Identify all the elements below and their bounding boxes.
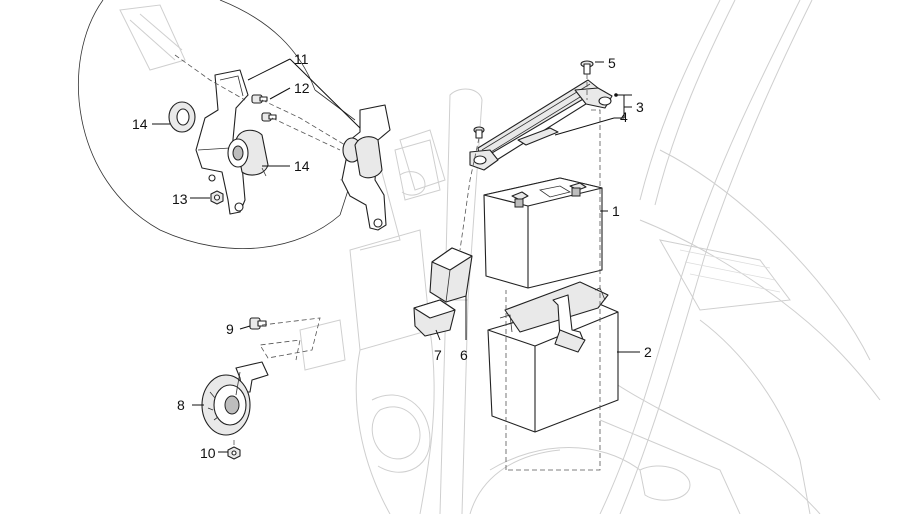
callout-14-relay: 14 [294, 158, 310, 174]
battery-strap-part-3 [469, 79, 613, 171]
screw-part-12 [251, 94, 277, 122]
mounted-bracket [341, 104, 441, 231]
assembly-lines [174, 54, 601, 471]
callout-10: 10 [200, 445, 216, 461]
battery-part-1 [483, 177, 603, 289]
detail-circle [78, 0, 356, 250]
nut-part-10 [227, 446, 241, 460]
callout-5: 5 [608, 55, 616, 71]
detail-bracket [195, 69, 249, 215]
washer-part-14 [168, 101, 196, 133]
callout-6: 6 [460, 347, 468, 363]
callout-7: 7 [434, 347, 442, 363]
screw-part-9 [249, 317, 267, 330]
callout-9: 9 [226, 321, 234, 337]
callout-1: 1 [612, 203, 620, 219]
background-frame [119, 0, 881, 514]
callout-3: 3 [636, 99, 644, 115]
boot-part-7 [413, 299, 456, 337]
callout-11: 11 [294, 51, 309, 67]
relay-part-14 [227, 129, 269, 177]
screw-part-5 [580, 60, 594, 75]
callout-4: 4 [620, 109, 628, 125]
callout-13: 13 [172, 191, 188, 207]
strap-screw [473, 126, 485, 139]
horn-part-8 [201, 361, 269, 436]
callout-12: 12 [294, 80, 310, 96]
callout-2: 2 [644, 344, 652, 360]
callout-14-washer: 14 [132, 116, 148, 132]
battery-box-part-2 [487, 281, 619, 433]
callout-labels: 1 2 3 4 5 6 7 8 9 10 11 12 13 14 14 [132, 51, 652, 461]
leader-lines [152, 58, 640, 453]
callout-8: 8 [177, 397, 185, 413]
nut-part-13 [210, 190, 224, 205]
fuse-holder-part-6 [429, 247, 473, 303]
